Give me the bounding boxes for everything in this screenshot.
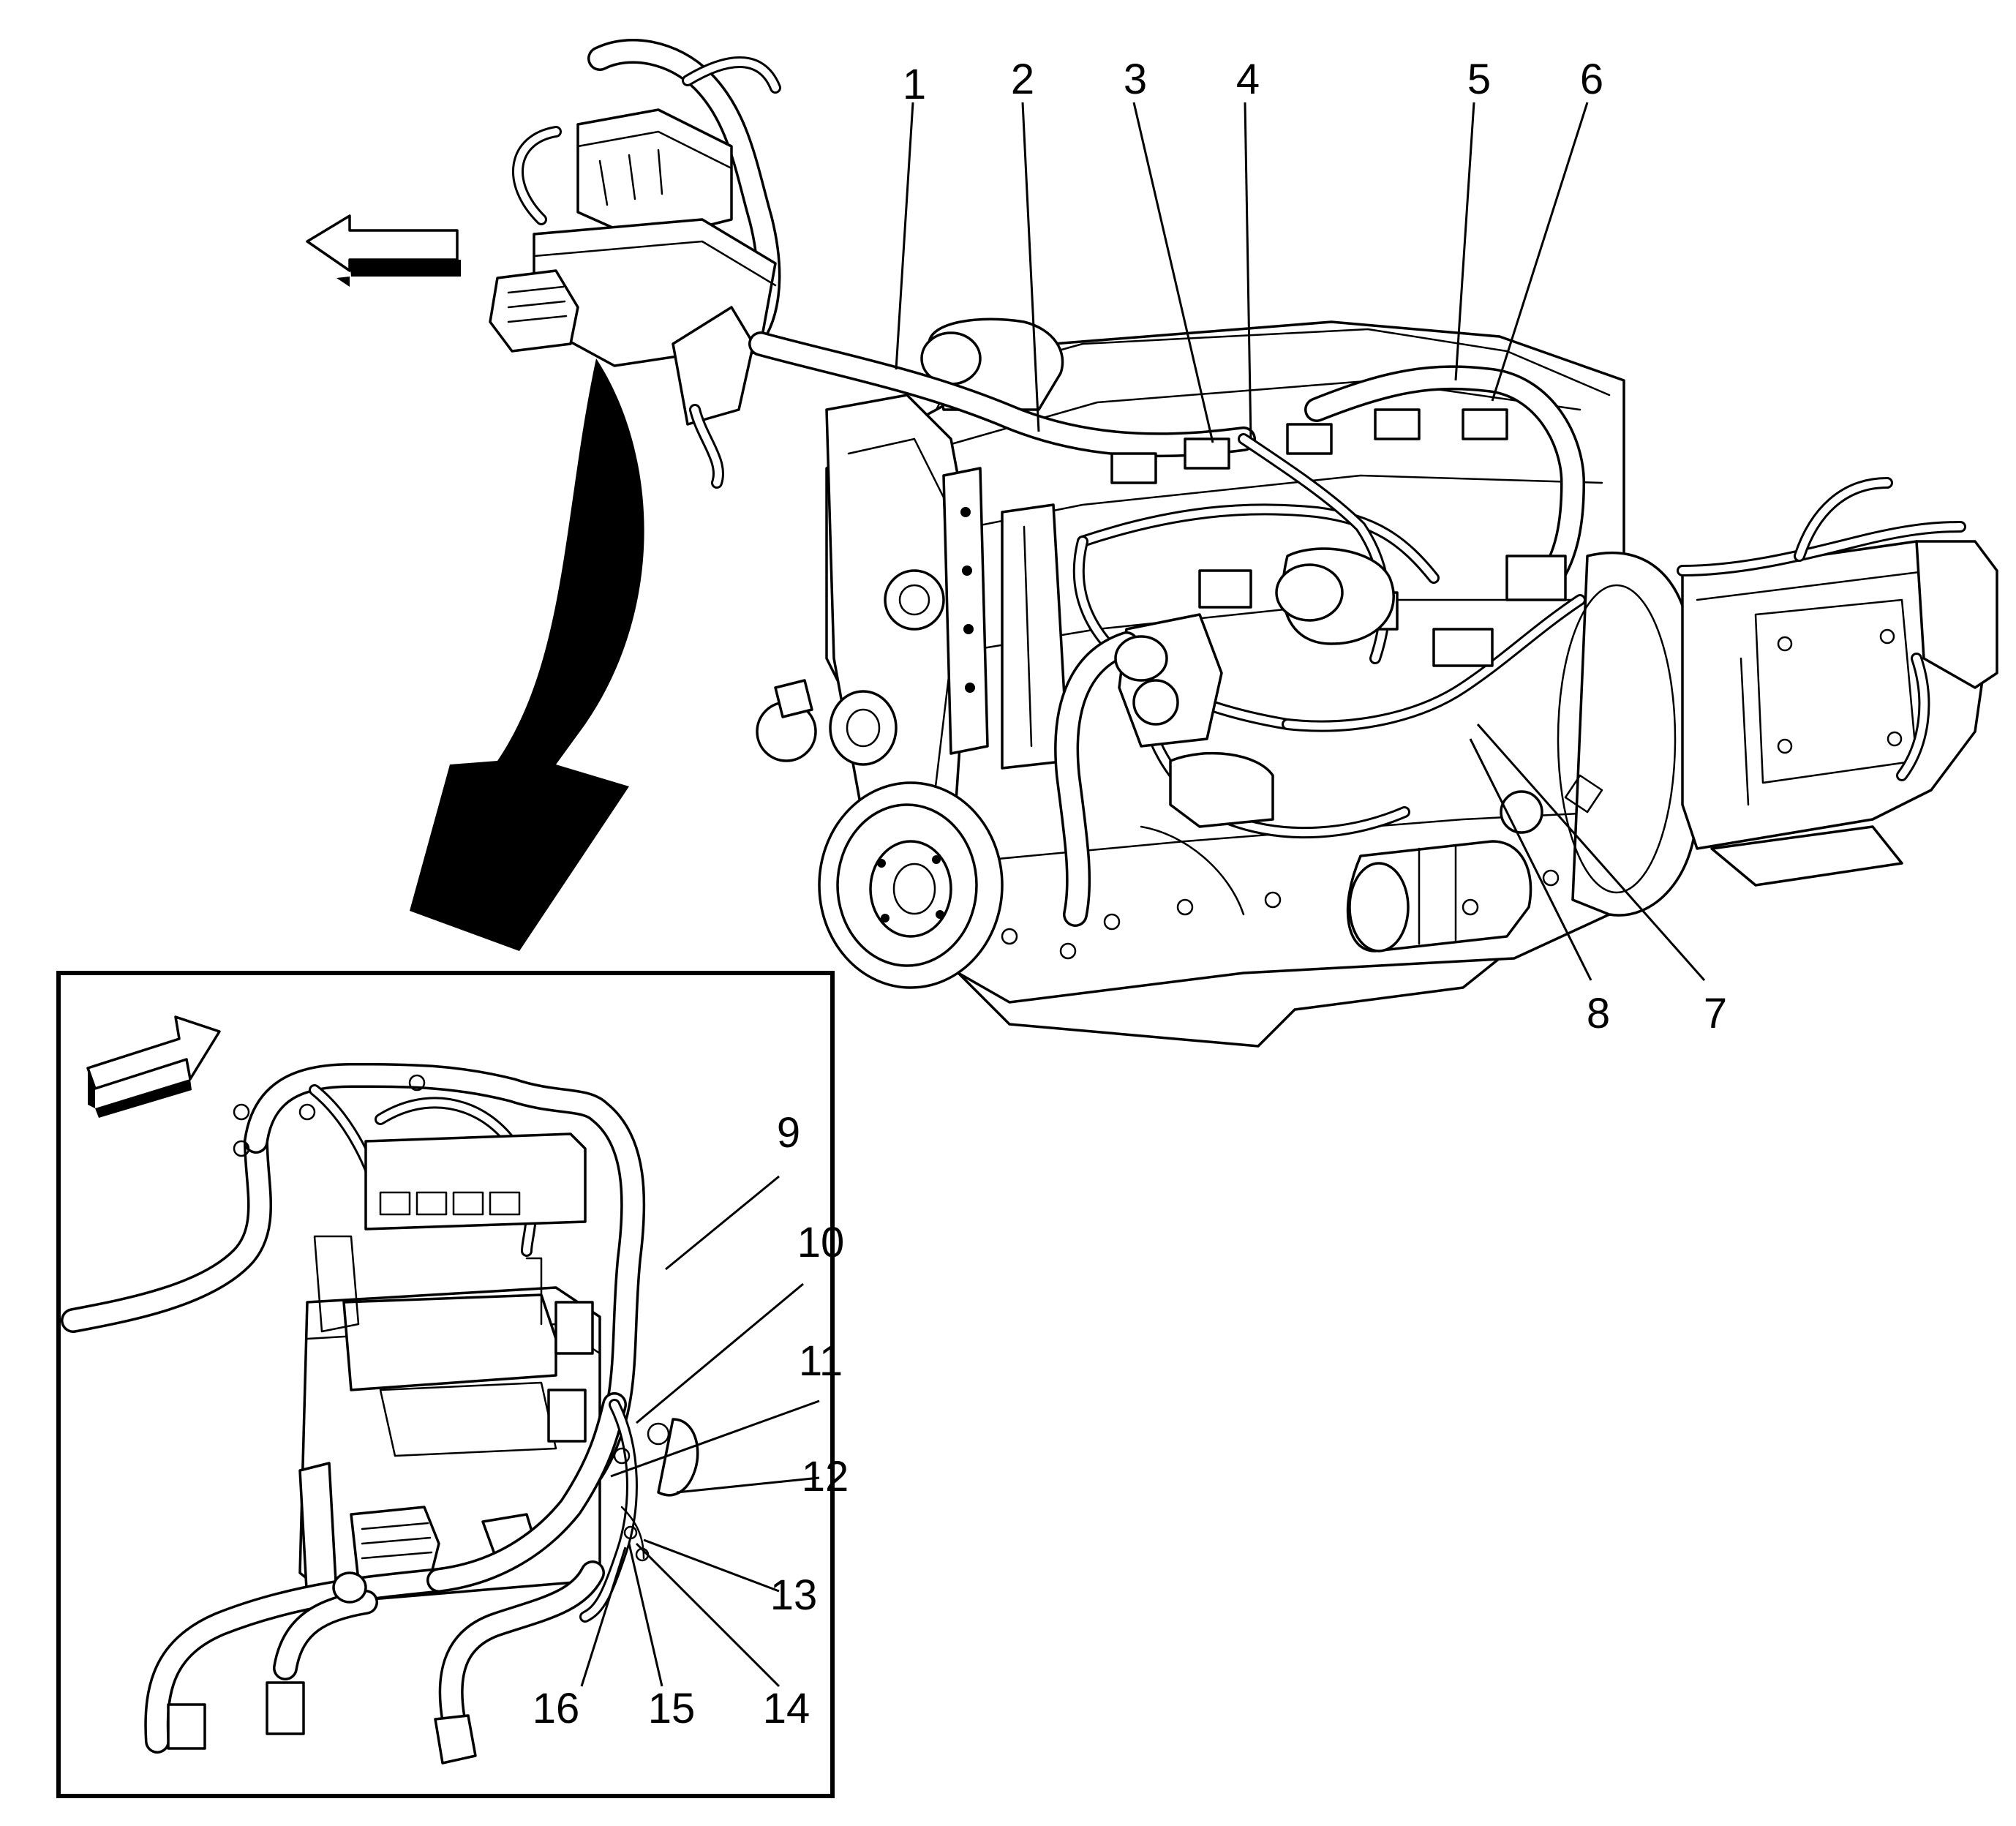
callout-labels: 1 2 3 4 5 6 7 8 9 10 11 12 13 14 15 16	[533, 56, 1727, 1732]
callout-16: 16	[533, 1685, 580, 1732]
callout-13: 13	[770, 1571, 818, 1619]
callout-8: 8	[1587, 990, 1610, 1037]
callout-3: 3	[1124, 56, 1147, 103]
direction-arrow-left-icon	[306, 214, 461, 287]
callout-15: 15	[648, 1685, 696, 1732]
callout-6: 6	[1580, 56, 1603, 103]
engine-assembly	[748, 318, 1699, 1048]
module-bracket-assembly	[489, 39, 781, 489]
leader-lines	[580, 102, 1706, 1688]
starter-motor	[1346, 840, 1532, 953]
direction-arrow-right-icon	[86, 1015, 221, 1118]
curved-arrow-icon	[410, 358, 644, 951]
callout-9: 9	[777, 1109, 800, 1157]
callout-2: 2	[1011, 56, 1034, 103]
detail-inset	[56, 971, 835, 1798]
callout-4: 4	[1236, 56, 1260, 103]
callout-5: 5	[1467, 56, 1491, 103]
callout-10: 10	[797, 1219, 845, 1266]
harmonic-balancer	[818, 781, 1004, 989]
callout-12: 12	[802, 1453, 849, 1500]
transmission-assembly	[1677, 477, 1998, 887]
callout-7: 7	[1704, 990, 1727, 1037]
callout-14: 14	[763, 1685, 810, 1732]
callout-11: 11	[799, 1337, 843, 1385]
callout-1: 1	[903, 61, 926, 108]
